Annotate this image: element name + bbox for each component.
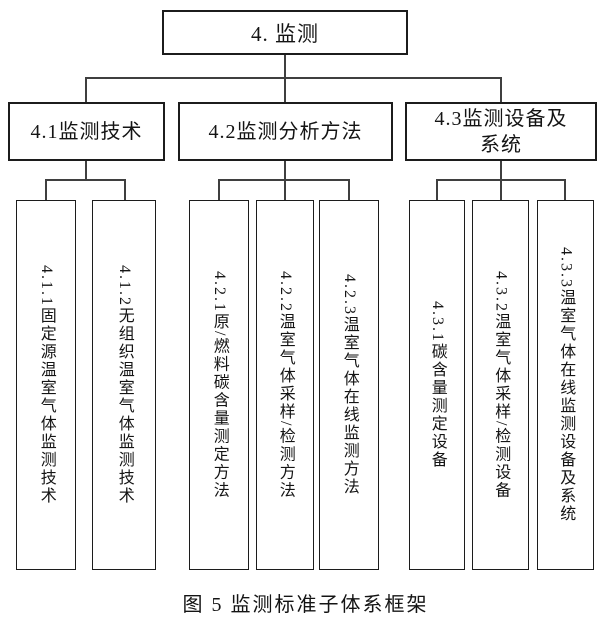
root-node: 4. 监测 [162, 10, 408, 55]
leaf-node-4-2-2-label: 4.2.2温室气体采样/检测方法 [276, 270, 294, 500]
leaf-node-4-1-2-label: 4.1.2无组织温室气体监测技术 [115, 265, 133, 505]
branch-node-4-1: 4.1监测技术 [8, 102, 165, 161]
leaf-node-4-3-2-label: 4.3.2温室气体采样/检测设备 [492, 270, 510, 500]
leaf-node-4-3-2: 4.3.2温室气体采样/检测设备 [472, 200, 529, 570]
leaf-node-4-2-1: 4.2.1原/燃料碳含量测定方法 [189, 200, 249, 570]
root-node-label: 4. 监测 [251, 21, 319, 46]
connector-stem-4-3 [500, 159, 502, 181]
leaf-node-4-2-3: 4.2.3温室气体在线监测方法 [319, 200, 379, 570]
branch-node-4-3-label: 4.3监测设备及系统 [434, 107, 568, 156]
branch-node-4-3: 4.3监测设备及系统 [405, 102, 597, 161]
leaf-node-4-2-2: 4.2.2温室气体采样/检测方法 [256, 200, 314, 570]
leaf-node-4-1-1-label: 4.1.1固定源温室气体监测技术 [37, 265, 55, 505]
connector-drop-4-1-1 [45, 179, 47, 200]
connector-drop-4-3-1 [436, 179, 438, 200]
branch-node-4-2: 4.2监测分析方法 [178, 102, 393, 161]
leaf-node-4-3-3-label: 4.3.3温室气体在线监测设备及系统 [557, 247, 575, 523]
leaf-node-4-2-1-label: 4.2.1原/燃料碳含量测定方法 [210, 270, 228, 500]
connector-root-stem [284, 55, 286, 79]
connector-level1-rail [85, 77, 502, 79]
connector-drop-4-3-3 [564, 179, 566, 200]
leaf-node-4-1-1: 4.1.1固定源温室气体监测技术 [16, 200, 76, 570]
leaf-node-4-2-3-label: 4.2.3温室气体在线监测方法 [340, 274, 358, 496]
connector-stem-4-2 [284, 159, 286, 181]
connector-drop-4-2 [284, 77, 286, 102]
figure-caption: 图 5 监测标准子体系框架 [182, 594, 429, 616]
connector-drop-4-2-2 [284, 179, 286, 200]
connector-drop-4-3 [500, 77, 502, 102]
branch-node-4-2-label: 4.2监测分析方法 [208, 120, 363, 143]
leaf-node-4-3-1: 4.3.1碳含量测定设备 [409, 200, 465, 570]
connector-drop-4-1-2 [124, 179, 126, 200]
connector-drop-4-3-2 [500, 179, 502, 200]
branch-node-4-1-label: 4.1监测技术 [30, 120, 143, 143]
leaf-node-4-3-3: 4.3.3温室气体在线监测设备及系统 [537, 200, 594, 570]
connector-drop-4-2-3 [348, 179, 350, 200]
leaf-node-4-3-1-label: 4.3.1碳含量测定设备 [428, 301, 446, 469]
connector-drop-4-2-1 [218, 179, 220, 200]
leaf-node-4-1-2: 4.1.2无组织温室气体监测技术 [92, 200, 156, 570]
connector-rail-4-1 [45, 179, 126, 181]
connector-drop-4-1 [85, 77, 87, 102]
connector-stem-4-1 [85, 159, 87, 181]
